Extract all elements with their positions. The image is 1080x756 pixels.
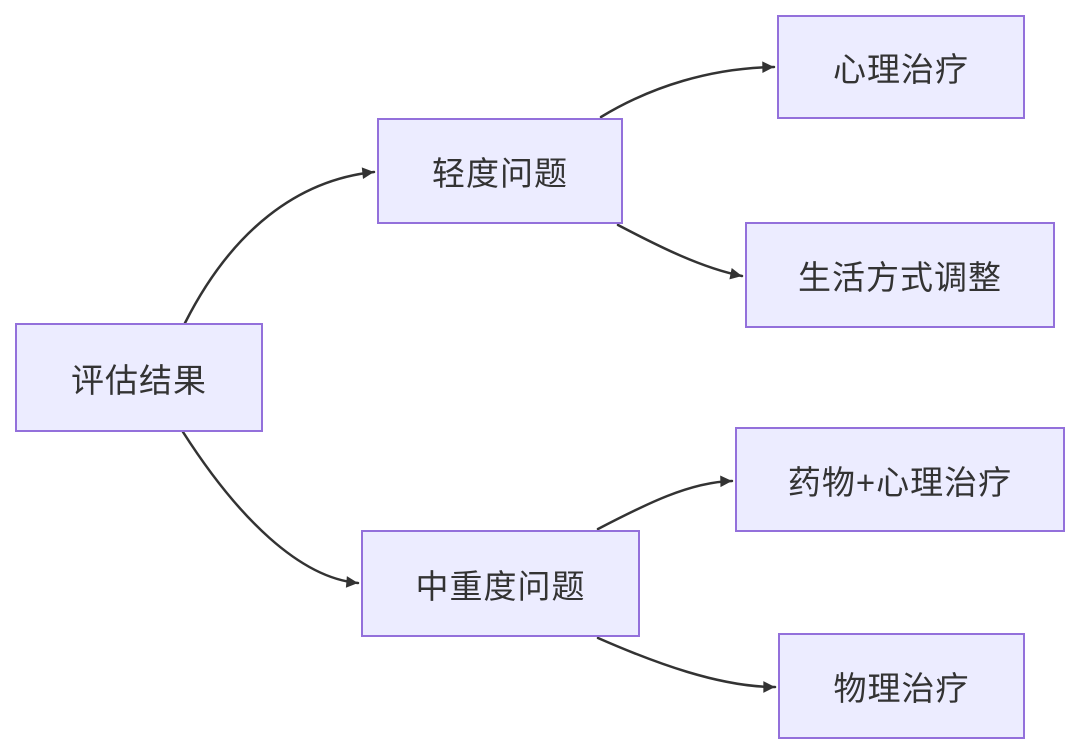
edge-assessment-result-to-moderate-severe-problem xyxy=(181,430,360,588)
node-label: 生活方式调整 xyxy=(798,259,1002,296)
node-psychological-therapy: 心理治疗 xyxy=(777,15,1025,119)
node-assessment-result: 评估结果 xyxy=(15,323,263,432)
node-mild-problem: 轻度问题 xyxy=(377,118,623,224)
node-label: 中重度问题 xyxy=(415,567,586,605)
node-label: 物理治疗 xyxy=(833,670,970,707)
edge-moderate-severe-problem-to-physical-therapy xyxy=(596,636,777,693)
node-physical-therapy: 物理治疗 xyxy=(778,633,1025,739)
node-lifestyle-adjustment: 生活方式调整 xyxy=(745,222,1055,328)
node-label: 评估结果 xyxy=(71,361,207,399)
node-medication-plus-psychological-therapy: 药物+心理治疗 xyxy=(735,427,1065,532)
node-label: 药物+心理治疗 xyxy=(787,463,1013,501)
edge-moderate-severe-problem-to-medication-plus-psychological-therapy xyxy=(596,475,734,531)
edge-mild-problem-to-lifestyle-adjustment xyxy=(616,223,744,280)
edge-mild-problem-to-psychological-therapy xyxy=(599,61,776,119)
node-moderate-severe-problem: 中重度问题 xyxy=(361,530,640,637)
node-label: 轻度问题 xyxy=(432,155,568,192)
edge-assessment-result-to-mild-problem xyxy=(183,167,376,325)
node-label: 心理治疗 xyxy=(833,51,969,88)
